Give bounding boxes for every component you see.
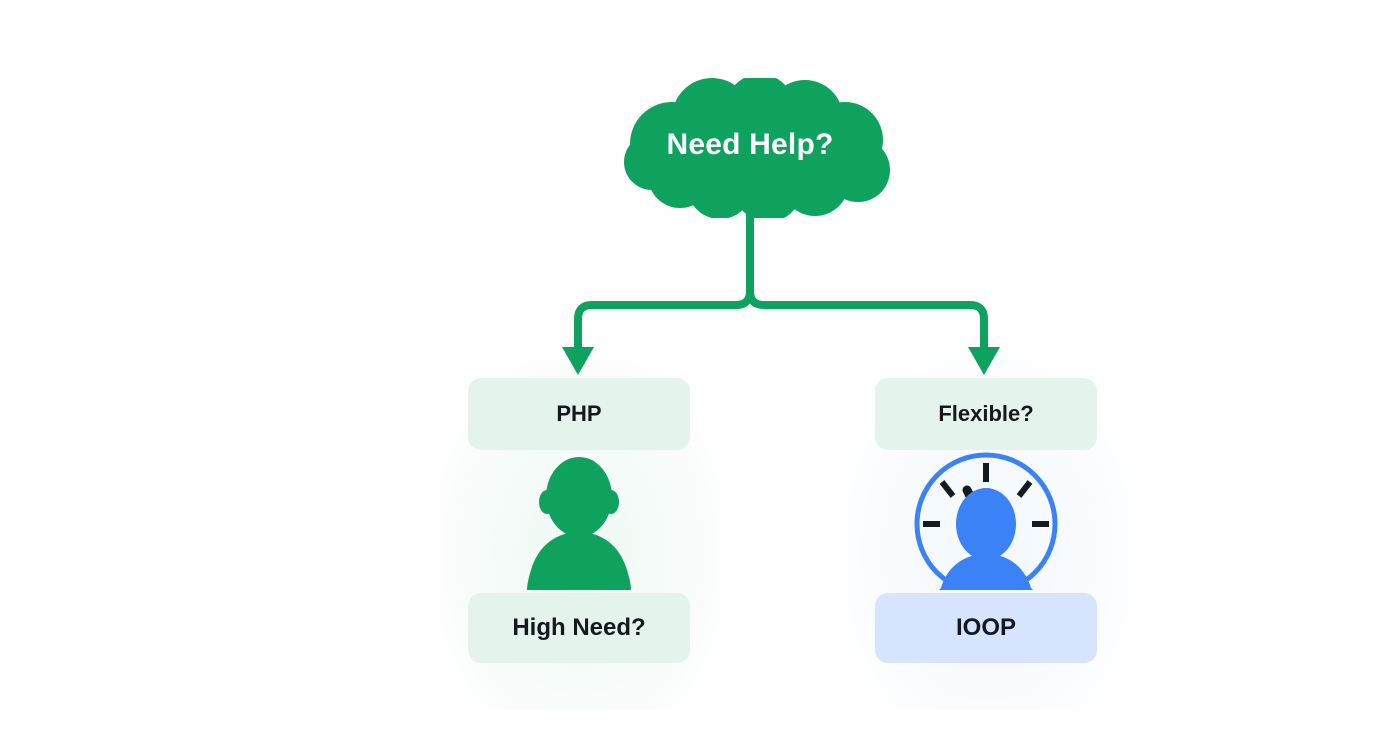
node-high-need-label: High Need? — [512, 614, 646, 641]
node-flexible[interactable]: Flexible? — [875, 378, 1097, 450]
person-silhouette-icon — [527, 457, 631, 590]
gauge-ring-icon — [914, 452, 1058, 590]
person-silhouette-slot — [468, 450, 690, 590]
cloud-shape-icon — [624, 78, 890, 218]
node-php-label: PHP — [556, 401, 602, 426]
gauge-ticks-icon — [923, 463, 1049, 527]
node-flexible-label: Flexible? — [938, 401, 1034, 426]
branch-connector — [540, 195, 1020, 385]
branch-left: PHP High Need? — [468, 378, 690, 663]
node-ioop[interactable]: IOOP — [875, 593, 1097, 663]
node-high-need[interactable]: High Need? — [468, 593, 690, 663]
connector-lines-icon — [562, 195, 1000, 375]
root-cloud-node[interactable]: Need Help? — [600, 78, 900, 218]
node-php[interactable]: PHP — [468, 378, 690, 450]
gauge-person-icon — [914, 452, 1058, 590]
person-silhouette-blue-icon — [939, 488, 1033, 590]
branch-right: Flexible? — [875, 378, 1097, 663]
root-cloud-label: Need Help? — [666, 128, 834, 161]
node-ioop-label: IOOP — [955, 614, 1016, 641]
gauge-person-slot — [875, 450, 1097, 590]
